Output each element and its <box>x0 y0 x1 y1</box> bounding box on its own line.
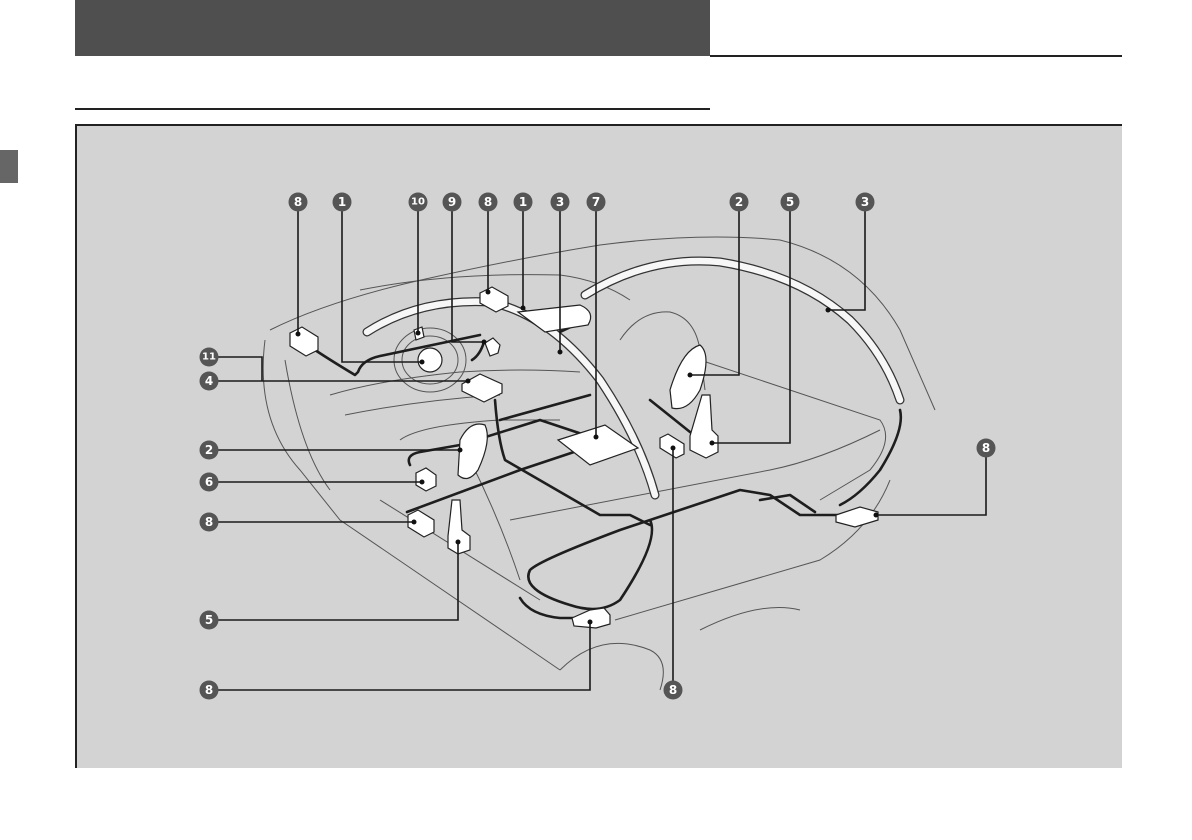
callout-8: 8 <box>663 680 683 700</box>
callout-9: 9 <box>442 192 462 212</box>
header-divider <box>710 55 1122 57</box>
callout-6: 6 <box>199 472 219 492</box>
callout-1: 1 <box>513 192 533 212</box>
svg-text:8: 8 <box>982 441 990 455</box>
svg-text:3: 3 <box>861 195 869 209</box>
chapter-tab[interactable] <box>0 150 18 183</box>
svg-text:8: 8 <box>484 195 492 209</box>
callout-8: 8 <box>199 680 219 700</box>
callout-7: 7 <box>586 192 606 212</box>
svg-text:8: 8 <box>669 683 677 697</box>
passenger-weight-sensor <box>556 424 640 466</box>
callout-1: 1 <box>332 192 352 212</box>
svg-text:11: 11 <box>202 352 216 363</box>
front-impact-sensor-left <box>289 326 319 357</box>
callout-8: 8 <box>478 192 498 212</box>
occupant-sensor <box>484 337 501 357</box>
front-impact-sensor-right <box>479 286 509 313</box>
rear-impact-sensor-bottom <box>571 607 611 629</box>
callout-10: 10 <box>408 192 428 212</box>
callout-2: 2 <box>729 192 749 212</box>
svg-text:10: 10 <box>411 197 425 208</box>
callout-8: 8 <box>976 438 996 458</box>
header-bar <box>75 0 710 56</box>
svg-text:8: 8 <box>205 515 213 529</box>
svg-text:2: 2 <box>735 195 743 209</box>
svg-text:9: 9 <box>448 195 456 209</box>
svg-text:1: 1 <box>519 195 527 209</box>
svg-text:5: 5 <box>786 195 794 209</box>
callout-8: 8 <box>199 512 219 532</box>
callout-8: 8 <box>288 192 308 212</box>
callout-3: 3 <box>855 192 875 212</box>
svg-text:8: 8 <box>205 683 213 697</box>
side-impact-sensor-left <box>415 467 437 492</box>
svg-text:7: 7 <box>592 195 600 209</box>
svg-text:5: 5 <box>205 613 213 627</box>
wiring-harness <box>310 317 903 620</box>
side-impact-sensor-left-rear <box>407 509 435 538</box>
rear-impact-sensor-right <box>835 506 879 528</box>
callout-5: 5 <box>199 610 219 630</box>
passenger-front-airbag <box>516 304 592 333</box>
svg-text:8: 8 <box>294 195 302 209</box>
curtain-airbag-right <box>580 256 905 405</box>
callout-5: 5 <box>780 192 800 212</box>
callout-3: 3 <box>550 192 570 212</box>
callout-2: 2 <box>199 440 219 460</box>
callout-4: 4 <box>199 371 219 391</box>
svg-text:6: 6 <box>205 475 213 489</box>
front-side-airbag-left <box>457 423 488 480</box>
leader-lines <box>218 211 987 691</box>
driver-front-airbag <box>417 347 443 373</box>
seat-belt-tensioner-left <box>447 499 471 555</box>
front-side-airbag-right <box>669 344 707 410</box>
svg-text:3: 3 <box>556 195 564 209</box>
svg-text:4: 4 <box>205 374 213 388</box>
svg-text:1: 1 <box>338 195 346 209</box>
srs-control-unit <box>461 373 503 403</box>
svg-text:2: 2 <box>205 443 213 457</box>
components <box>289 286 879 629</box>
section-divider <box>75 108 710 110</box>
seat-belt-tensioner-right <box>689 394 719 459</box>
callout-11: 11 <box>199 347 219 367</box>
